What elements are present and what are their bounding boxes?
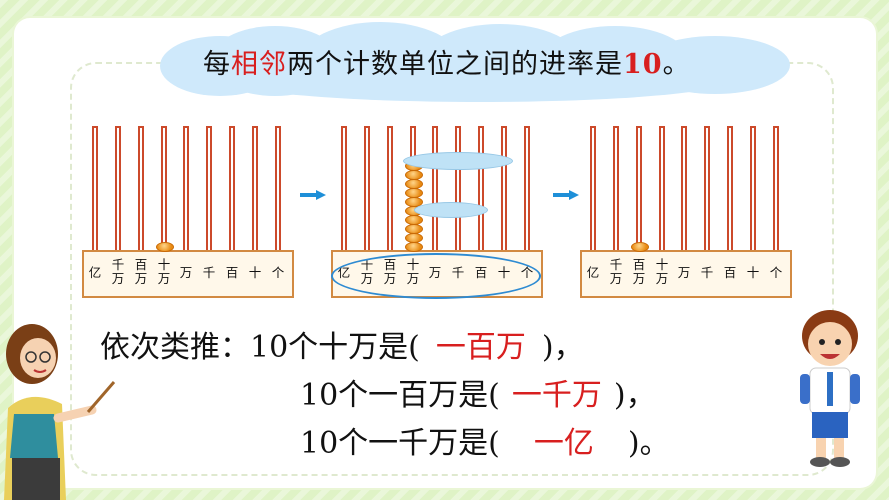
place-value-label: 百 万 [134, 257, 148, 286]
abacus-before: 亿千 万百 万十 万万千百十个 [82, 126, 294, 298]
place-value-label: 千 [700, 265, 714, 280]
place-value-label: 千 万 [111, 257, 125, 286]
abacus-rod [364, 126, 370, 251]
abacus-rod [115, 126, 121, 251]
cloud-title: 每相邻两个计数单位之间的进率是10。 [203, 42, 691, 81]
place-value-label: 百 [225, 265, 239, 280]
abacus-rod [275, 126, 281, 251]
right-arrow-icon [553, 190, 579, 200]
abacus-after: 亿千 万百 万十 万万千百十个 [580, 126, 792, 298]
place-value-label: 亿 [88, 265, 102, 280]
abacus-bead [156, 242, 174, 252]
title-part5: 。 [662, 49, 691, 80]
abacus-rod [773, 126, 779, 251]
boy-illustration-icon [800, 310, 860, 467]
abacus-rod [161, 126, 167, 251]
abacus-rod [501, 126, 507, 251]
abacus-rod [341, 126, 347, 251]
abacus-rod [613, 126, 619, 251]
label-highlight-ring [331, 253, 541, 299]
answer-2: 一千万 [511, 378, 602, 413]
place-value-label: 百 [723, 265, 737, 280]
teacher-illustration-icon [4, 324, 116, 500]
line2-prefix: 10个一百万是( [300, 378, 500, 413]
inference-label: 依次类推： [100, 330, 250, 365]
highlight-disk-top [403, 152, 513, 170]
abacus-base [82, 250, 294, 298]
abacus-rod [636, 126, 642, 251]
abacus-bead [631, 242, 649, 252]
abacus-rod [659, 126, 665, 251]
abacus-rod [704, 126, 710, 251]
abacus-rod [478, 126, 484, 251]
abacus-rod [681, 126, 687, 251]
abacus-rod [387, 126, 393, 251]
abacus-rod [229, 126, 235, 251]
abacus-rod [252, 126, 258, 251]
abacus-base [580, 250, 792, 298]
abacus-bead [405, 179, 423, 189]
abacus-bead [405, 170, 423, 180]
highlight-disk-middle [414, 202, 488, 218]
right-arrow-icon [300, 190, 326, 200]
abacus-rod [92, 126, 98, 251]
abacus-bead [405, 224, 423, 234]
abacus-rod [524, 126, 530, 251]
abacus-bead [405, 188, 423, 198]
inference-line-3: 10个一千万是( 一亿 )。 [300, 418, 670, 462]
place-value-label: 万 [677, 265, 691, 280]
abacus-rod [750, 126, 756, 251]
place-value-label: 万 [179, 265, 193, 280]
line1-prefix: 10个十万是( [250, 330, 420, 365]
inference-line-2: 10个一百万是( 一千万 )， [300, 370, 656, 414]
place-value-label: 千 [202, 265, 216, 280]
title-part3: 两个计数单位之间的进率是 [287, 49, 623, 80]
place-value-label: 十 [746, 265, 760, 280]
line2-suffix: )， [613, 378, 656, 413]
abacus-rod [455, 126, 461, 251]
line3-prefix: 10个一千万是( [300, 426, 500, 461]
place-value-label: 百 万 [632, 257, 646, 286]
answer-3: 一亿 [533, 426, 594, 461]
abacus-rod [727, 126, 733, 251]
title-highlight-ten: 10 [623, 49, 663, 80]
abacus-bead [405, 233, 423, 243]
title-part1: 每 [203, 49, 231, 80]
abacus-rod [432, 126, 438, 251]
place-value-label: 个 [271, 265, 285, 280]
inference-line-1: 依次类推：10个十万是( 一百万 )， [100, 322, 584, 366]
title-highlight-adjacent: 相邻 [231, 49, 287, 80]
line1-suffix: )， [541, 330, 584, 365]
abacus-bead [405, 242, 423, 252]
place-value-label: 十 [248, 265, 262, 280]
place-value-label: 十 万 [157, 257, 171, 286]
place-value-label: 亿 [586, 265, 600, 280]
abacus-rod [206, 126, 212, 251]
abacus-rod [590, 126, 596, 251]
abacus-rod [183, 126, 189, 251]
answer-1: 一百万 [435, 330, 526, 365]
place-value-label: 个 [769, 265, 783, 280]
abacus-bead [405, 215, 423, 225]
place-value-label: 千 万 [609, 257, 623, 286]
place-value-label: 十 万 [655, 257, 669, 286]
line3-suffix: )。 [627, 426, 670, 461]
abacus-rod [138, 126, 144, 251]
